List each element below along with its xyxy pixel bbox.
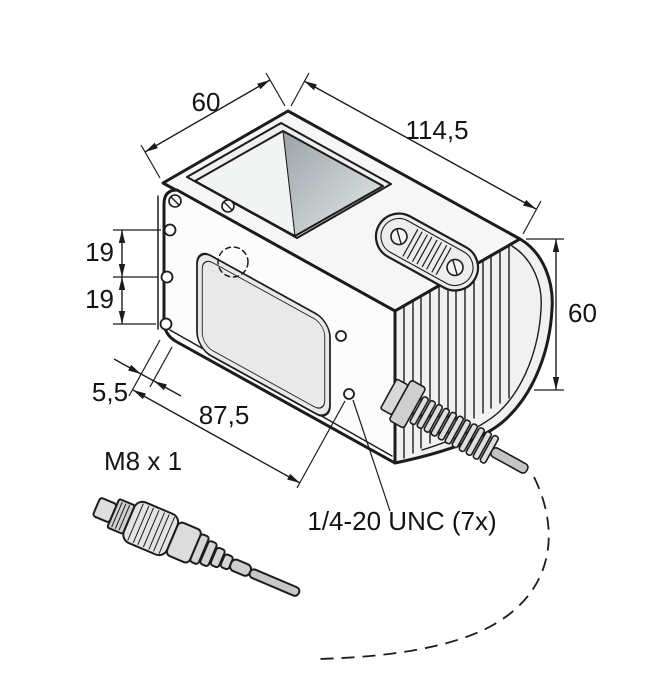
dim-text-hole-pitch-lower: 19: [85, 284, 114, 314]
label-mounting-thread: 1/4-20 UNC (7x): [307, 506, 496, 536]
hidden-hole-dashed: [217, 246, 249, 278]
vent-ribs: [402, 229, 452, 275]
front-panel-inner-line: [201, 260, 326, 409]
vent-recess: [374, 212, 480, 292]
label-connector-thread: M8 x 1: [104, 446, 182, 476]
dim-text-top-width: 60: [192, 87, 221, 117]
screw-slot: [452, 259, 458, 275]
dim-hole-pitches: [113, 229, 161, 325]
flex-conduit: [409, 396, 500, 464]
cable: [490, 447, 529, 474]
screw-slot: [396, 229, 402, 245]
dim-overall-height: [526, 238, 564, 391]
leader-mounting-thread: [352, 399, 391, 512]
dimension-annotations: [113, 72, 564, 512]
dim-text-hole-pitch-upper: 19: [85, 237, 114, 267]
connector-knurl-lines: [127, 503, 176, 554]
mounting-hole: [163, 223, 177, 237]
dim-text-overall-length: 114,5: [405, 115, 468, 145]
cable-routing-dashed-line: [318, 476, 550, 660]
dim-top-width: [140, 72, 286, 179]
sensor-body: [157, 109, 554, 474]
dim-overall-length: [290, 72, 542, 235]
dim-text-hole-distance: 87,5: [199, 400, 250, 430]
dim-hole-distance: [132, 389, 346, 489]
strain-relief-ring: [189, 533, 210, 565]
screw-slot: [223, 201, 233, 211]
m8-connector: [92, 497, 301, 597]
cable-gland-assembly: [380, 378, 529, 474]
dim-text-overall-height: 60: [568, 298, 597, 328]
front-panel: [196, 252, 331, 417]
gland-flange: [389, 380, 426, 429]
connector-cable: [248, 568, 301, 597]
mounting-hole: [160, 270, 174, 284]
dim-text-edge-offset: 5,5: [92, 377, 128, 407]
screw-slot: [170, 196, 180, 206]
mounting-hole: [343, 388, 355, 400]
mounting-hole: [159, 317, 173, 331]
connector-thread-lines: [111, 502, 131, 531]
mounting-hole: [335, 330, 347, 342]
